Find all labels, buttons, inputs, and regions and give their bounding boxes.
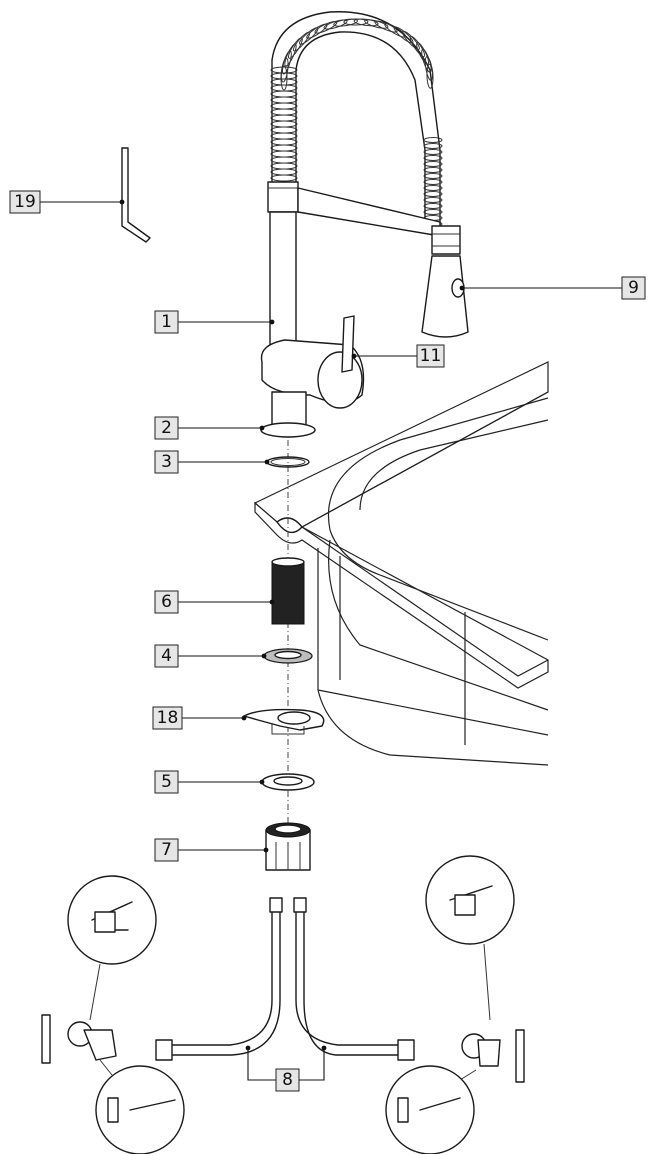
callout-label-5: 5 (161, 772, 172, 792)
sink-basin (253, 361, 549, 766)
supply-hoses (155, 897, 415, 1061)
callout-label-7: 7 (161, 840, 172, 860)
callout-label-4: 4 (161, 646, 172, 666)
callout-1: 1 (154, 310, 275, 334)
callout-label-19: 19 (14, 192, 36, 212)
callout-label-2: 2 (161, 418, 172, 438)
washer-5 (261, 773, 315, 791)
callout-label-18: 18 (157, 708, 179, 728)
callout-2: 2 (154, 416, 265, 440)
faucet-body (260, 11, 469, 438)
right-valve-detail (385, 855, 525, 1154)
callout-6: 6 (154, 590, 275, 614)
callout-label-1: 1 (161, 312, 172, 332)
washer-4 (263, 648, 313, 664)
callout-9: 9 (459, 276, 646, 300)
left-valve-detail (41, 875, 185, 1154)
callout-18: 18 (152, 706, 247, 730)
hex-key (121, 147, 151, 243)
callout-label-3: 3 (161, 452, 172, 472)
callout-19: 19 (9, 190, 125, 214)
callout-8: 8 (245, 1045, 327, 1092)
callout-label-8: 8 (282, 1070, 293, 1090)
mounting-nut (265, 822, 311, 871)
callout-5: 5 (154, 770, 265, 794)
callout-7: 7 (154, 838, 269, 862)
callout-label-11: 11 (420, 346, 442, 366)
callout-4: 4 (154, 644, 267, 668)
callout-label-9: 9 (628, 278, 639, 298)
callout-label-6: 6 (161, 592, 172, 612)
threaded-shank (271, 557, 305, 625)
callout-3: 3 (154, 450, 270, 474)
mounting-bracket (243, 708, 325, 735)
callout-11: 11 (351, 344, 445, 368)
spring-coils (270, 18, 443, 227)
